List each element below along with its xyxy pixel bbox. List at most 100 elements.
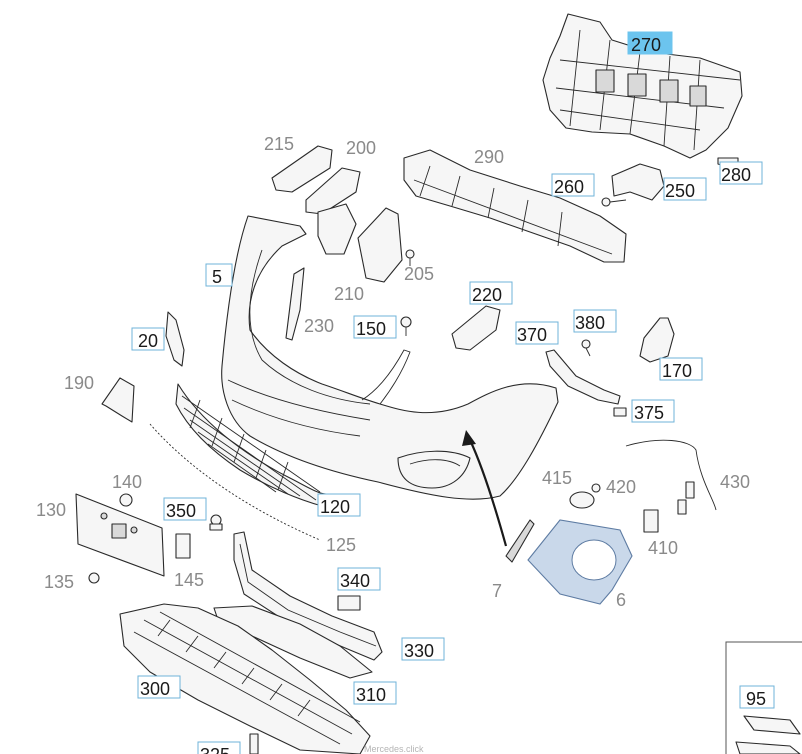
label-190[interactable]: 190 xyxy=(64,373,94,393)
label-200[interactable]: 200 xyxy=(346,138,376,158)
part-380-screw[interactable] xyxy=(581,339,591,357)
svg-text:5: 5 xyxy=(212,267,222,287)
label-310[interactable]: 310 xyxy=(353,681,397,705)
label-215[interactable]: 215 xyxy=(264,134,294,154)
label-380[interactable]: 380 xyxy=(573,309,617,333)
label-135[interactable]: 135 xyxy=(44,572,74,592)
label-205[interactable]: 205 xyxy=(404,264,434,284)
svg-text:205: 205 xyxy=(404,264,434,284)
svg-text:20: 20 xyxy=(138,331,158,351)
label-230[interactable]: 230 xyxy=(304,316,334,336)
label-330[interactable]: 330 xyxy=(401,637,445,661)
label-145[interactable]: 145 xyxy=(174,570,204,590)
svg-text:415: 415 xyxy=(542,468,572,488)
label-270[interactable]: 270 xyxy=(627,31,673,55)
label-130[interactable]: 130 xyxy=(36,500,66,520)
part-20-cover[interactable] xyxy=(165,311,185,367)
label-375[interactable]: 375 xyxy=(631,399,675,423)
part-190-bracket[interactable] xyxy=(101,377,135,423)
label-370[interactable]: 370 xyxy=(515,321,559,345)
label-210[interactable]: 210 xyxy=(334,284,364,304)
label-300[interactable]: 300 xyxy=(137,675,181,699)
part-7-strip[interactable] xyxy=(505,519,535,563)
svg-text:150: 150 xyxy=(356,319,386,339)
detail-inset xyxy=(725,641,802,754)
part-410-holder[interactable] xyxy=(643,509,659,533)
part-200-bracket[interactable] xyxy=(305,167,361,255)
part-145-clip[interactable] xyxy=(175,533,191,559)
label-150[interactable]: 150 xyxy=(353,315,397,339)
part-250-bracket[interactable] xyxy=(601,163,665,207)
svg-text:125: 125 xyxy=(326,535,356,555)
label-95[interactable]: 95 xyxy=(739,685,775,709)
svg-text:190: 190 xyxy=(64,373,94,393)
svg-text:375: 375 xyxy=(634,403,664,423)
label-325[interactable]: 325 xyxy=(197,741,241,754)
label-290[interactable]: 290 xyxy=(474,147,504,167)
label-420[interactable]: 420 xyxy=(606,477,636,497)
svg-text:340: 340 xyxy=(340,571,370,591)
label-220[interactable]: 220 xyxy=(469,281,513,305)
svg-text:7: 7 xyxy=(492,581,502,601)
svg-text:250: 250 xyxy=(665,181,695,201)
part-375-clip[interactable] xyxy=(613,407,627,417)
label-430[interactable]: 430 xyxy=(720,472,750,492)
svg-text:290: 290 xyxy=(474,147,504,167)
label-260[interactable]: 260 xyxy=(551,173,595,197)
part-415-sensor[interactable] xyxy=(569,483,601,509)
label-5[interactable]: 5 xyxy=(205,263,233,287)
label-7[interactable]: 7 xyxy=(492,581,502,601)
pointer-arrow xyxy=(462,430,508,547)
part-125-trim[interactable] xyxy=(149,423,321,541)
part-205-screw[interactable] xyxy=(405,249,415,266)
part-170-cover[interactable] xyxy=(639,317,675,363)
part-270-bracket[interactable] xyxy=(542,13,743,159)
svg-text:215: 215 xyxy=(264,134,294,154)
svg-text:325: 325 xyxy=(200,745,230,754)
svg-text:270: 270 xyxy=(631,35,661,55)
svg-text:300: 300 xyxy=(140,679,170,699)
label-170[interactable]: 170 xyxy=(659,357,703,381)
label-140[interactable]: 140 xyxy=(112,472,142,492)
part-325-stud[interactable] xyxy=(249,733,259,754)
label-410[interactable]: 410 xyxy=(648,538,678,558)
label-20[interactable]: 20 xyxy=(131,327,165,351)
svg-text:220: 220 xyxy=(472,285,502,305)
label-125[interactable]: 125 xyxy=(326,535,356,555)
part-430-wiring[interactable] xyxy=(625,439,717,515)
part-210-bracket[interactable] xyxy=(357,207,403,283)
svg-text:380: 380 xyxy=(575,313,605,333)
watermark-text: Mercedes.click xyxy=(364,744,424,754)
part-130-plate-holder[interactable] xyxy=(75,493,165,577)
label-340[interactable]: 340 xyxy=(337,567,381,591)
svg-text:310: 310 xyxy=(356,685,386,705)
part-370-side-bracket[interactable] xyxy=(545,349,621,405)
svg-text:330: 330 xyxy=(404,641,434,661)
svg-text:230: 230 xyxy=(304,316,334,336)
svg-text:200: 200 xyxy=(346,138,376,158)
label-250[interactable]: 250 xyxy=(663,177,707,201)
part-290-absorber[interactable] xyxy=(403,149,627,263)
label-280[interactable]: 280 xyxy=(719,161,763,185)
part-215-bracket[interactable] xyxy=(271,145,333,193)
part-5-bumper-cover[interactable] xyxy=(221,215,559,500)
part-340-clip[interactable] xyxy=(337,595,361,611)
part-230-guide[interactable] xyxy=(285,267,305,341)
part-6-fog-surround[interactable] xyxy=(527,519,633,605)
svg-text:260: 260 xyxy=(554,177,584,197)
svg-text:135: 135 xyxy=(44,572,74,592)
part-220-bracket[interactable] xyxy=(451,305,501,351)
label-6[interactable]: 6 xyxy=(616,590,626,610)
part-135-screw[interactable] xyxy=(88,572,100,584)
label-415[interactable]: 415 xyxy=(542,468,572,488)
part-350-clip[interactable] xyxy=(209,514,223,531)
part-330-rail[interactable] xyxy=(233,531,383,661)
svg-text:130: 130 xyxy=(36,500,66,520)
svg-text:410: 410 xyxy=(648,538,678,558)
part-140-clip[interactable] xyxy=(119,493,133,507)
svg-text:170: 170 xyxy=(662,361,692,381)
label-350[interactable]: 350 xyxy=(163,497,207,521)
label-120[interactable]: 120 xyxy=(317,493,361,517)
part-150-screw[interactable] xyxy=(400,316,412,336)
